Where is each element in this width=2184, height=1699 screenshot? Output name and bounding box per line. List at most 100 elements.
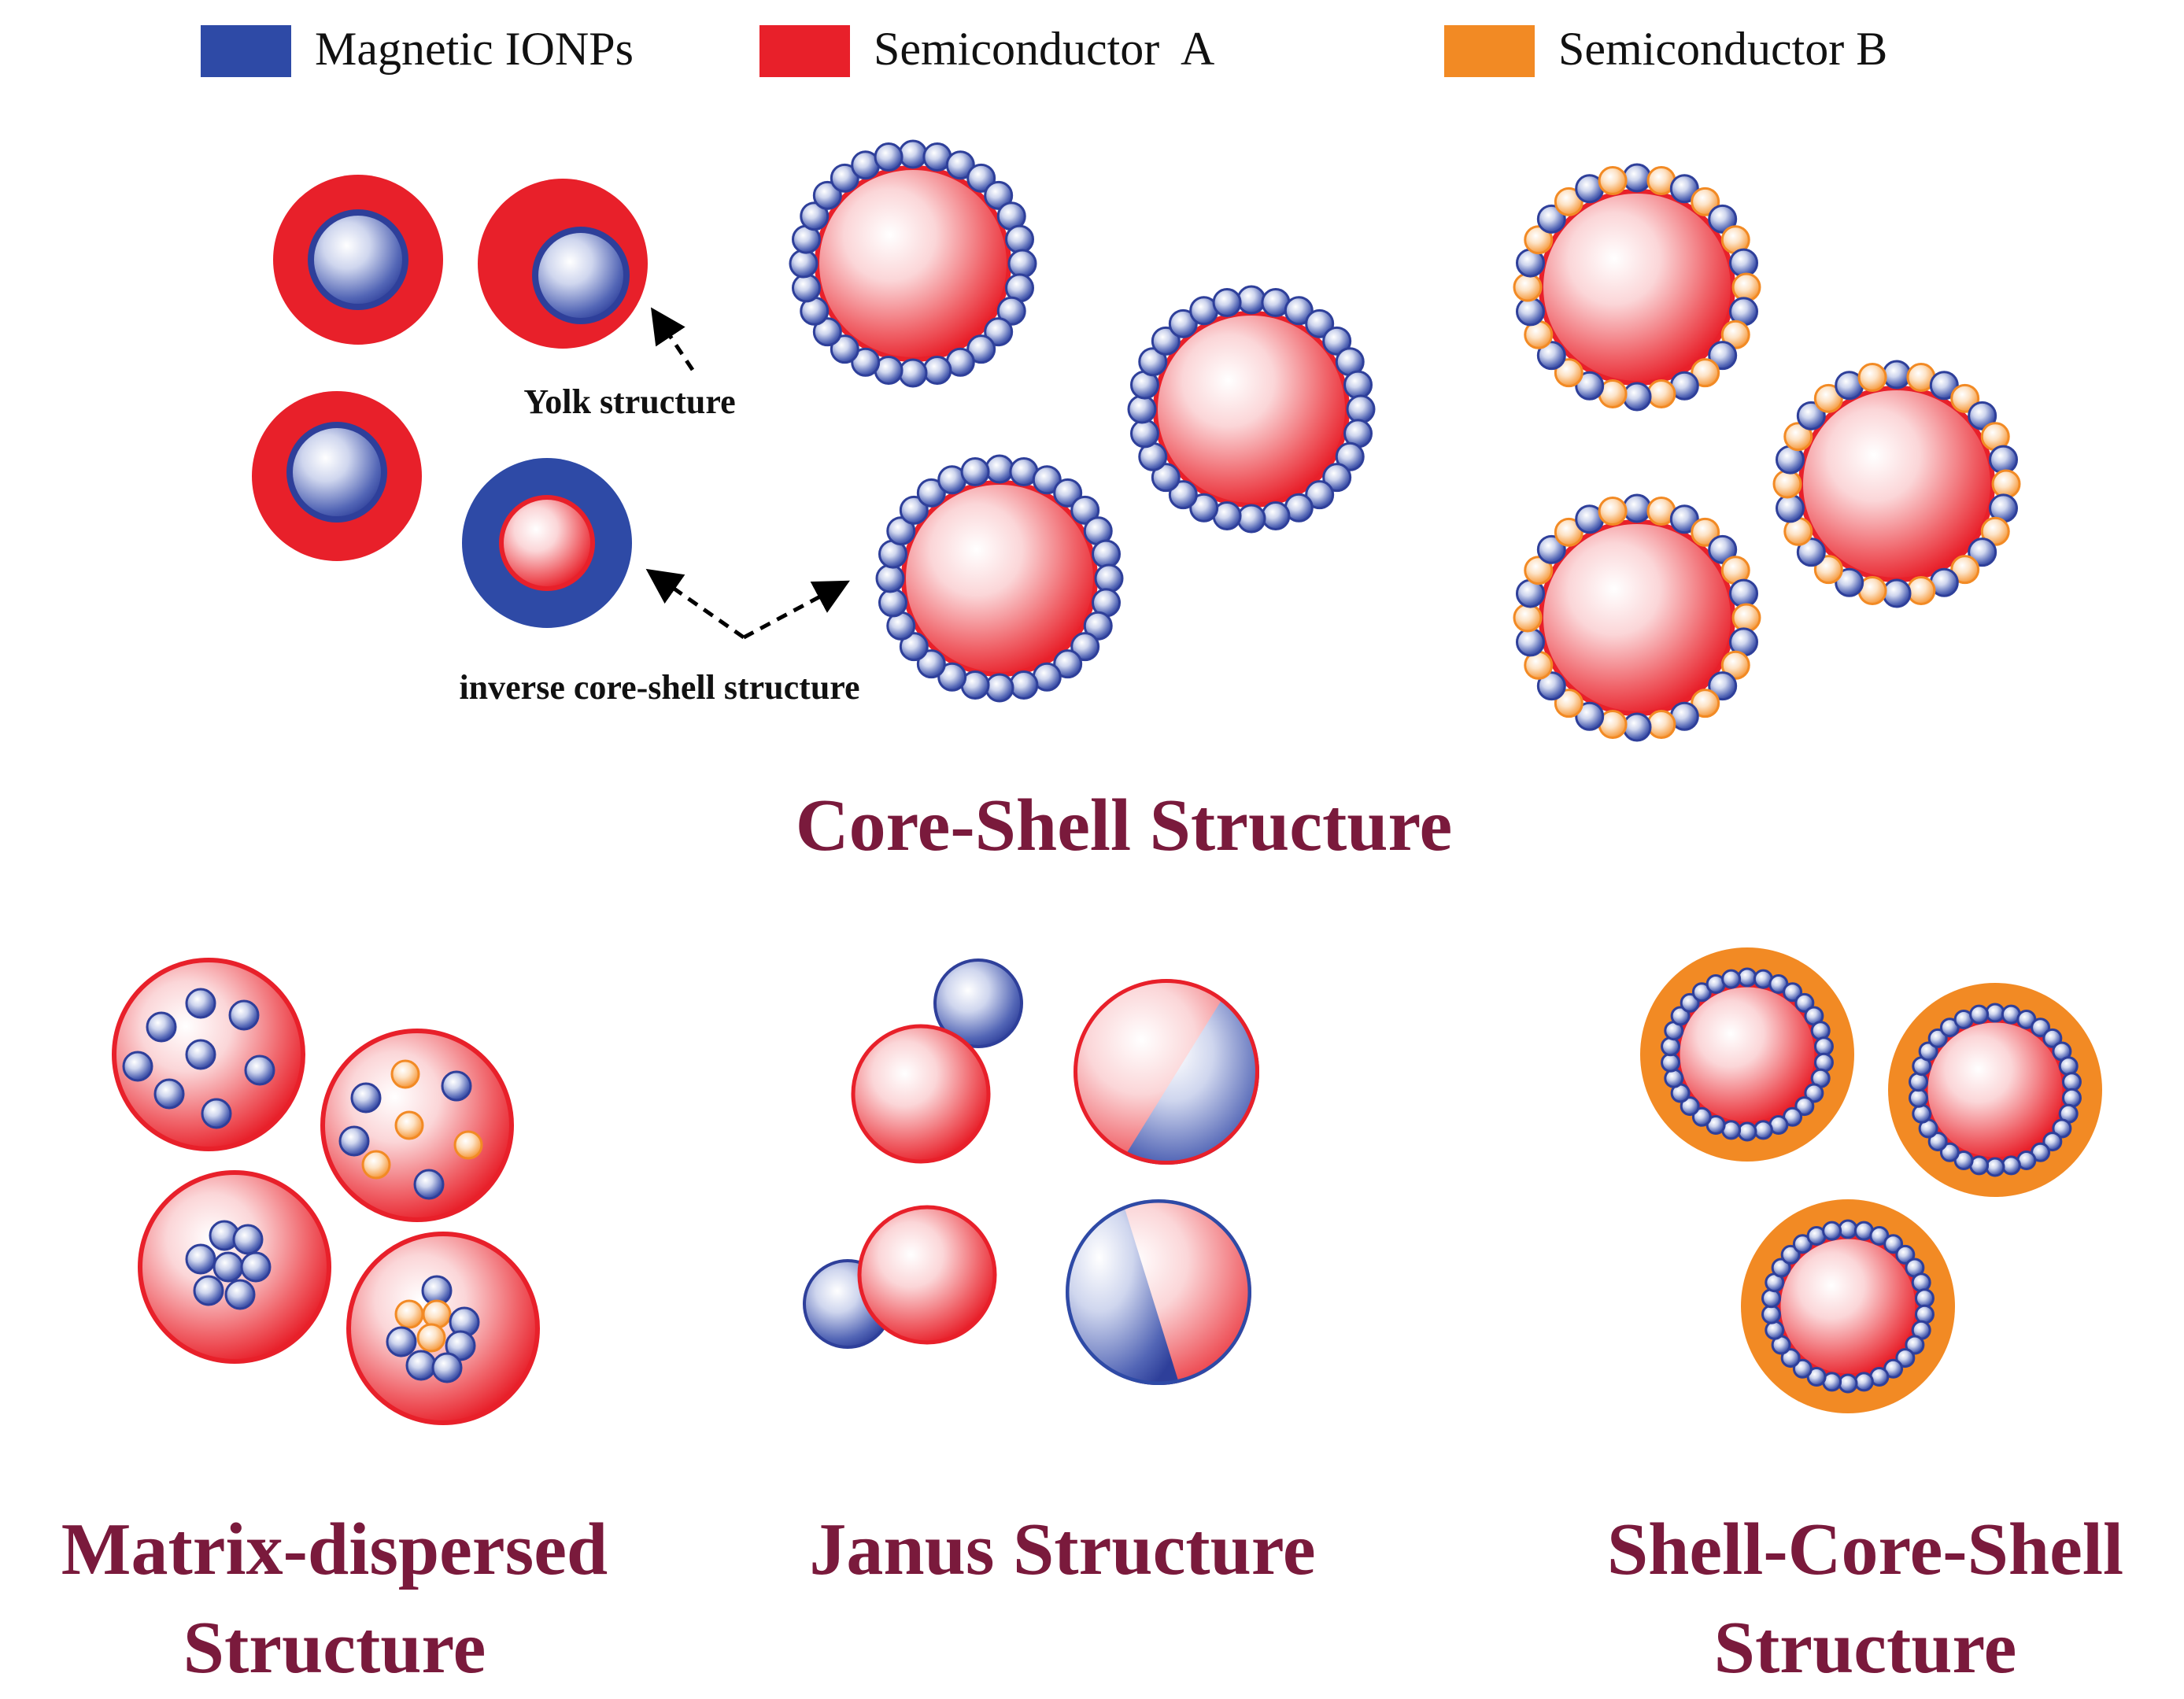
core-shell-3-magnetic-nanoparticle	[916, 649, 946, 679]
core-shell-ab-2-semiconductor-b-nanoparticle	[1991, 469, 2021, 499]
core-shell-ab-1-semiconductor-b-nanoparticle	[1691, 187, 1720, 216]
shell-core-shell-1-magnetic-nanoparticle	[1810, 1021, 1831, 1041]
core-shell-core-3	[901, 480, 1098, 677]
matrix-magnetic-nanoparticle	[350, 1082, 382, 1114]
core-shell-1-magnetic-nanoparticle	[800, 201, 830, 231]
core-shell-ab-1-semiconductor-b-nanoparticle	[1554, 358, 1583, 388]
core-shell-3-magnetic-nanoparticle	[875, 563, 905, 593]
core-shell-ab-2-magnetic-nanoparticle	[1968, 401, 1997, 430]
core-shell-ab-1-semiconductor-b-nanoparticle	[1731, 272, 1761, 302]
core-shell-3-magnetic-nanoparticle	[985, 454, 1014, 484]
matrix-magnetic-nanoparticle	[185, 1243, 216, 1275]
titles: Core-Shell Structure Matrix-dispersed St…	[61, 785, 2123, 1689]
core-shell-core-1	[815, 165, 1011, 362]
core-shell-3-magnetic-nanoparticle	[1070, 632, 1100, 662]
matrix-magnetic-nanoparticle	[228, 999, 260, 1031]
core-shell-2-magnetic-nanoparticle	[1322, 326, 1352, 356]
core-shell-2-magnetic-nanoparticle	[1236, 285, 1266, 315]
core-shell-ab-2-magnetic-nanoparticle	[1989, 445, 2019, 475]
core-shell-ab-core-2	[1798, 386, 1995, 582]
core-shell-ab-2-semiconductor-b-nanoparticle	[1950, 383, 1980, 413]
shell-core-shell-2-magnetic-nanoparticle	[2052, 1118, 2072, 1139]
core-shell-ab-1-semiconductor-b-nanoparticle	[1646, 379, 1676, 409]
janus-title: Janus Structure	[809, 1509, 1315, 1590]
shell-core-shell-3-magnetic-nanoparticle	[1761, 1288, 1782, 1309]
core-shell-3-magnetic-nanoparticle	[1092, 539, 1122, 569]
yolk-annotation: Yolk structure	[523, 382, 735, 421]
core-shell-ab-2-magnetic-nanoparticle	[1796, 401, 1826, 430]
core-shell-1-magnetic-nanoparticle	[851, 347, 881, 377]
matrix-magnetic-nanoparticle	[386, 1326, 417, 1357]
core-shell-ab-2-semiconductor-b-nanoparticle	[1906, 576, 1936, 606]
core-shell-ab-2-semiconductor-b-nanoparticle	[1950, 555, 1980, 585]
core-shell-ab-1-semiconductor-b-nanoparticle	[1691, 358, 1720, 388]
matrix-magnetic-nanoparticle	[445, 1330, 476, 1361]
core-shell-1-magnetic-nanoparticle	[945, 150, 975, 180]
core-shell-2-magnetic-nanoparticle	[1322, 463, 1352, 493]
matrix-magnetic-nanoparticle	[431, 1352, 463, 1383]
shell-core-shell-2-magnetic-nanoparticle	[2042, 1132, 2063, 1152]
core-shell-ab-2-semiconductor-b-nanoparticle	[1813, 383, 1843, 413]
core-shell-ab-1-semiconductor-b-nanoparticle	[1554, 187, 1583, 216]
inverse-annotation: inverse core-shell structure	[459, 668, 859, 707]
core-shell-ab-1-magnetic-nanoparticle	[1536, 341, 1566, 371]
shell-core-shell-1-magnetic-nanoparticle	[1794, 992, 1815, 1013]
matrix-magnetic-nanoparticle	[153, 1078, 185, 1110]
shell-core-shell-2-magnetic-nanoparticle	[1969, 1004, 1990, 1025]
core-shell-ab-2-semiconductor-b-nanoparticle	[1772, 469, 1802, 499]
shell-core-shell-3-magnetic-nanoparticle	[1883, 1234, 1904, 1254]
core-shell-2-magnetic-nanoparticle	[1138, 347, 1168, 377]
shell-core-shell-1-magnetic-nanoparticle	[1813, 1052, 1834, 1073]
legend-label-semiconductor-a: Semiconductor A	[874, 23, 1214, 75]
matrix-magnetic-nanoparticle	[193, 1275, 224, 1306]
core-shell-3-magnetic-nanoparticle	[878, 588, 907, 618]
core-shell-3-magnetic-nanoparticle	[1053, 478, 1083, 508]
shell-core-shell-2-magnetic-nanoparticle	[2031, 1018, 2051, 1038]
shell-core-shell-3-magnetic-nanoparticle	[1822, 1221, 1842, 1241]
shell-core-shell-3-magnetic-nanoparticle	[1838, 1373, 1858, 1394]
core-shell-2-magnetic-nanoparticle	[1151, 463, 1181, 493]
core-shell-1-magnetic-nanoparticle	[996, 296, 1026, 326]
core-shell-ab-particles	[1513, 163, 2021, 742]
core-shell-particles	[789, 139, 1376, 703]
matrix-magnetic-nanoparticle	[201, 1098, 232, 1129]
core-shell-1-magnetic-nanoparticle	[791, 273, 821, 303]
matrix-dispersed-particles	[112, 958, 540, 1425]
inverse-arrow-left	[645, 568, 745, 640]
core-shell-ab-3-semiconductor-b-nanoparticle	[1731, 603, 1761, 633]
shell-core-shell-3-magnetic-nanoparticle	[1914, 1288, 1935, 1309]
core-shell-3-magnetic-nanoparticle	[960, 456, 990, 486]
core-shell-3-magnetic-nanoparticle	[1032, 465, 1062, 495]
core-shell-2-magnetic-nanoparticle	[1261, 501, 1291, 531]
core-shell-2-magnetic-nanoparticle	[1127, 394, 1157, 424]
shell-core-shell-3-magnetic-nanoparticle	[1765, 1320, 1785, 1340]
core-shell-1-magnetic-nanoparticle	[922, 356, 952, 386]
core-shell-3-magnetic-nanoparticle	[1053, 649, 1083, 679]
core-shell-1-magnetic-nanoparticle	[984, 180, 1014, 210]
core-shell-ab-3-magnetic-nanoparticle	[1708, 534, 1738, 564]
matrix-magnetic-nanoparticle	[224, 1279, 256, 1310]
core-shell-1-magnetic-nanoparticle	[966, 334, 996, 364]
shell-core-shell-1-magnetic-nanoparticle	[1661, 1052, 1681, 1073]
core-shell-1-magnetic-nanoparticle	[966, 163, 996, 193]
shell-core-shell-1-magnetic-nanoparticle	[1680, 992, 1700, 1013]
core-shell-ab-3-magnetic-nanoparticle	[1515, 627, 1545, 657]
core-shell-ab-2-semiconductor-b-nanoparticle	[1980, 516, 2010, 546]
core-shell-ab-1-magnetic-nanoparticle	[1669, 174, 1699, 204]
annotation-arrows	[645, 307, 850, 640]
shell-core-shell-1-magnetic-nanoparticle	[1661, 1036, 1681, 1057]
core-shell-ab-3-semiconductor-b-nanoparticle	[1524, 556, 1554, 585]
core-shell-3-magnetic-nanoparticle	[985, 673, 1014, 703]
matrix-magnetic-nanoparticle	[122, 1051, 153, 1082]
core-shell-2-magnetic-nanoparticle	[1335, 441, 1365, 471]
core-shell-3-magnetic-nanoparticle	[886, 516, 916, 546]
matrix-magnetic-nanoparticle	[185, 988, 216, 1019]
core-shell-ab-3-semiconductor-b-nanoparticle	[1720, 650, 1750, 680]
janus-dimer-2-red	[857, 1205, 997, 1345]
core-shell-ab-1-semiconductor-b-nanoparticle	[1513, 272, 1543, 302]
shell-core-shell-3-magnetic-nanoparticle	[1771, 1258, 1791, 1278]
core-shell-3-magnetic-nanoparticle	[899, 495, 929, 525]
shell-core-shell-3-magnetic-nanoparticle	[1895, 1348, 1916, 1368]
core-shell-ab-3-semiconductor-b-nanoparticle	[1554, 689, 1583, 718]
core-shell-1-magnetic-nanoparticle	[812, 317, 842, 347]
